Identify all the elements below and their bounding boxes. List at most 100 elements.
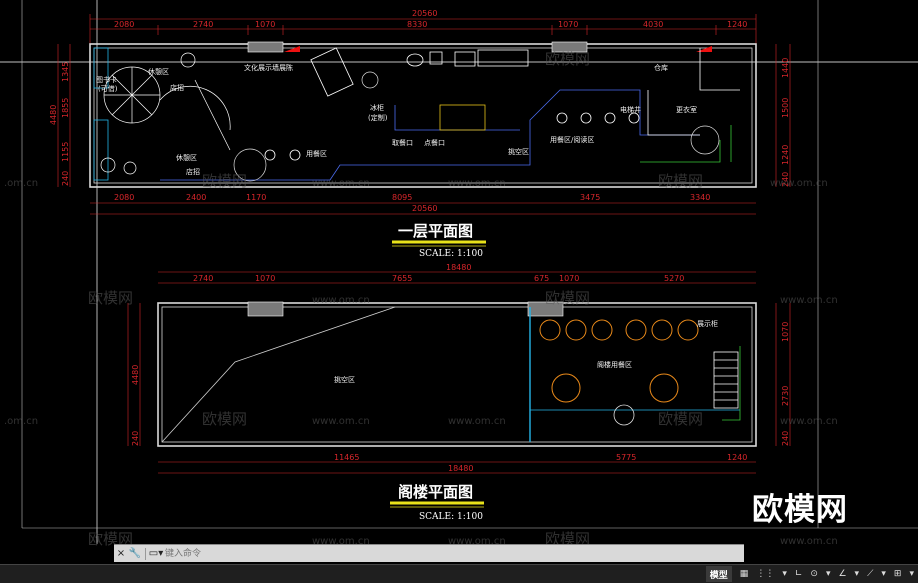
plan2-bottom-dim: 11465	[334, 453, 359, 462]
plan2-right-dim: 2730	[781, 386, 790, 406]
isodraft-icon[interactable]: ∠	[838, 569, 847, 579]
plan1-left-dim: 1345	[61, 62, 70, 82]
plan1-room-label: 店招	[170, 83, 184, 92]
plan2-top-dimensions	[158, 271, 756, 284]
plan2-bottom-total: 18480	[448, 464, 473, 473]
plan1-stair-umbrella	[100, 52, 720, 182]
watermark-url: www.om.cn	[312, 536, 370, 547]
plan1-title: 一层平面图	[398, 222, 473, 240]
plan1-room-label: 文化展示墙展陈	[244, 63, 293, 72]
plan2-top-dim: 1070	[559, 274, 579, 283]
plan1-bottom-dim: 3475	[580, 193, 600, 202]
plan1-red-marker	[284, 46, 300, 52]
plan1-room-label: 电梯井	[620, 105, 641, 114]
plan1-room-label: 休憩区	[148, 67, 169, 76]
model-tab[interactable]: 模型	[705, 566, 732, 582]
plan2-right-dim: 240	[781, 431, 790, 446]
plan2-bottom-dim: 5775	[616, 453, 636, 462]
plan1-room-label: 挑空区	[508, 147, 529, 156]
plan1-top-dim: 2080	[114, 20, 134, 29]
plan1-room-label: 图书卡	[96, 75, 117, 84]
watermark-url: www.om.cn	[780, 416, 838, 427]
watermark-url: www.om.cn	[448, 416, 506, 427]
plan1-room-label: 点餐口	[424, 138, 445, 147]
polar-icon[interactable]: ⊙	[810, 569, 818, 579]
chevron-down-icon[interactable]: ▾	[854, 569, 860, 579]
plan1-room-label: 更衣室	[676, 105, 697, 114]
watermark-url: www.om.cn	[448, 178, 506, 189]
plan1-left-dim: 1155	[61, 142, 70, 162]
plan1-room-label: 取餐口	[392, 138, 413, 147]
plan2-column-1	[247, 301, 284, 317]
plan1-bottom-dim: 1170	[246, 193, 266, 202]
watermark-cn: 欧模网	[658, 410, 703, 428]
watermark-cn: 欧模网	[88, 289, 133, 307]
plan1-room-label: (定制)	[368, 113, 388, 122]
watermark-url: www.om.cn	[448, 536, 506, 547]
watermark-url: www.om.cn	[780, 295, 838, 306]
workspace-icon[interactable]: ⊞	[893, 569, 902, 579]
plan2-room-label: 阁楼用餐区	[597, 360, 632, 369]
plan1-walls	[89, 43, 757, 188]
plan2-right-dim: 1070	[781, 322, 790, 342]
plan2-fixtures	[161, 306, 741, 443]
plan2-top-dim: 2740	[193, 274, 213, 283]
watermark-cn: 欧模网	[545, 530, 590, 548]
plan2-scale: SCALE: 1:100	[419, 512, 483, 522]
watermark-url: www.om.cn	[780, 536, 838, 547]
command-input[interactable]	[163, 547, 587, 560]
plan1-top-dim: 1240	[727, 20, 747, 29]
plan1-left-dim: 240	[61, 171, 70, 186]
watermark-url: www.om.cn	[312, 416, 370, 427]
watermark-url: www.om.cn	[770, 178, 828, 189]
watermark-cn: 欧模网	[88, 530, 133, 548]
plan1-room-label: 仓库	[654, 63, 668, 72]
plan1-bottom-dimensions	[90, 202, 756, 215]
command-line[interactable]: × 🔧 ▭▾	[114, 544, 744, 562]
plan1-bottom-dim: 8095	[392, 193, 412, 202]
plan1-right-dim: 1500	[781, 98, 790, 118]
command-prompt-icon[interactable]: ▭▾	[148, 548, 164, 559]
plan2-top-total: 18480	[446, 263, 471, 272]
plan1-bottom-dim: 3340	[690, 193, 710, 202]
wrench-icon[interactable]: 🔧	[128, 548, 142, 559]
plan1-column-1	[247, 41, 284, 53]
snap-icon[interactable]: ⋮⋮	[756, 569, 775, 579]
plan1-room-label: 用餐区	[306, 149, 327, 158]
plan2-top-dim: 5270	[664, 274, 684, 283]
plan2-left-dim: 240	[131, 431, 140, 446]
chevron-down-icon[interactable]: ▾	[825, 569, 831, 579]
plan2-top-dim: 675	[534, 274, 549, 283]
watermark-url: www.om.cn	[312, 178, 370, 189]
plan1-side-dimensions	[57, 44, 791, 187]
plan1-scale: SCALE: 1:100	[419, 249, 483, 259]
watermark-url: www.om.cn	[312, 295, 370, 306]
watermark-url: .om.cn	[4, 178, 38, 189]
plan1-top-dim: 1070	[255, 20, 275, 29]
plan1-top-dim: 8330	[407, 20, 427, 29]
plan1-column-2	[551, 41, 588, 53]
plan1-top-total: 20560	[412, 9, 437, 18]
plan2-bottom-dimensions	[158, 461, 756, 474]
plan1-top-dim: 2740	[193, 20, 213, 29]
plan1-top-dim: 4030	[643, 20, 663, 29]
chevron-down-icon[interactable]: ▾	[881, 569, 886, 579]
plan2-side-dimensions	[127, 303, 791, 446]
plan1-room-label: 用餐区/阅读区	[550, 135, 594, 144]
plan1-room-label: 休憩区	[176, 153, 197, 162]
chevron-down-icon[interactable]: ▾	[782, 569, 787, 579]
chevron-down-icon[interactable]: ▾	[909, 569, 914, 579]
plan1-room-label: 店招	[186, 167, 200, 176]
plan1-red-marker	[696, 46, 712, 52]
grid-icon[interactable]: ▦	[739, 569, 749, 579]
ortho-icon[interactable]: ∟	[794, 569, 803, 579]
plan1-left-dim: 4480	[49, 105, 58, 125]
plan2-left-dim: 4480	[131, 365, 140, 385]
plan1-left-dim: 1855	[61, 98, 70, 118]
close-icon[interactable]: ×	[116, 548, 126, 559]
plan1-right-dim: 240	[781, 172, 790, 187]
divider	[145, 547, 146, 560]
plan1-top-dimensions	[89, 14, 757, 44]
object-snap-icon[interactable]: ⟋	[867, 569, 874, 579]
